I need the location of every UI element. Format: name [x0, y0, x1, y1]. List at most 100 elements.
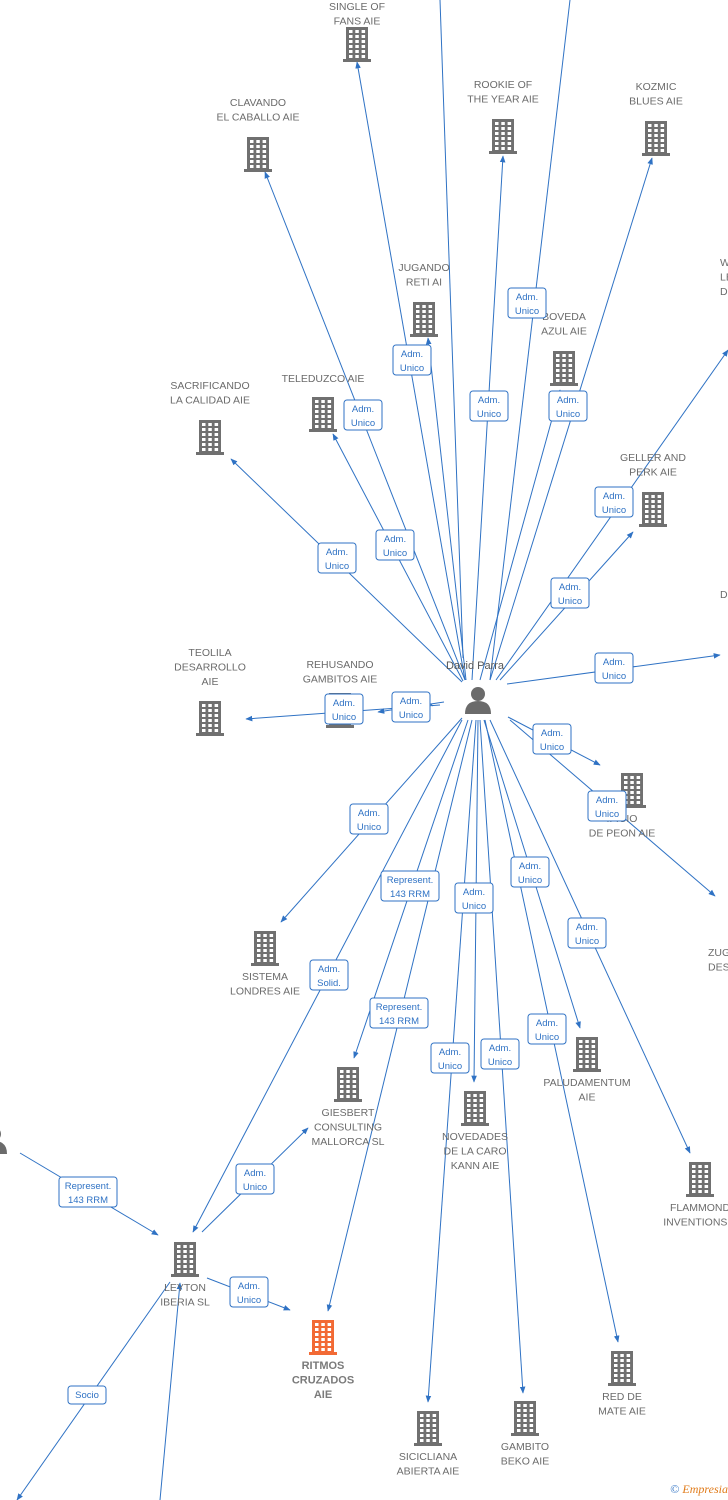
edge-label[interactable]: Adm.Unico	[510, 856, 550, 888]
edge-label[interactable]: Adm. Unico	[550, 577, 590, 609]
edge-label[interactable]: Represent.143 RRM	[380, 870, 440, 902]
building-icon	[608, 1351, 636, 1386]
node-label: BLUES AIE	[629, 96, 683, 108]
edge-line-david-boveda	[479, 389, 562, 681]
edge-label[interactable]: Adm. Unico	[594, 486, 634, 518]
edge-label-text: Adm.	[603, 491, 625, 502]
edge-label[interactable]: Adm.Unico	[454, 882, 494, 914]
edge-label-text: Unico	[357, 822, 381, 833]
edge-label-box	[349, 803, 389, 835]
node-d_right[interactable]: D	[720, 589, 728, 673]
edge-label-text: 143 RRM	[68, 1195, 108, 1206]
building-icon	[639, 492, 667, 527]
edge-label-text: Adm.	[519, 861, 541, 872]
node-label: SISTEMA	[242, 971, 288, 983]
edge-label[interactable]: Adm.Unico	[480, 1038, 520, 1070]
node-david-parra[interactable]: David Parra	[446, 660, 505, 714]
node-zug[interactable]: ZUGDESA	[708, 903, 728, 974]
edge-label-text: Adm.	[401, 349, 423, 360]
edge-label[interactable]: Adm.Unico	[527, 1013, 567, 1045]
edge-label-text: Represent.	[387, 875, 433, 886]
node-teleduzco[interactable]: TELEDUZCO AIE	[282, 373, 365, 432]
node-label: LEYTON	[164, 1282, 206, 1294]
edge-label-text: Solid.	[317, 978, 341, 989]
edge-label[interactable]: Adm.Unico	[548, 390, 588, 422]
edge-label-text: Adm.	[352, 404, 374, 415]
building-icon	[686, 1162, 714, 1197]
edge-label[interactable]: Adm.Unico	[317, 542, 357, 574]
building-icon	[414, 1411, 442, 1446]
node-leyton[interactable]: LEYTON IBERIA SL	[160, 1242, 210, 1309]
node-label: IBERIA SL	[160, 1297, 210, 1309]
edges-layer	[16, 0, 728, 1500]
edge-label[interactable]: Adm.Unico	[567, 917, 607, 949]
edge-label[interactable]: Adm.Unico	[507, 287, 547, 319]
edge-label[interactable]: Adm.Unico	[349, 803, 389, 835]
edge-label[interactable]: Represent.143 RRM	[369, 997, 429, 1029]
edge-label[interactable]: Socio	[67, 1385, 107, 1405]
node-label: CRUZADOS	[292, 1375, 354, 1387]
edge-label-box	[375, 529, 415, 561]
edge-label-box	[469, 390, 509, 422]
edge-label-text: Adm.	[603, 657, 625, 668]
edge-label-text: Unico	[399, 710, 423, 721]
node-label: GELLER AND	[620, 452, 686, 464]
edge-label[interactable]: Adm.Unico	[324, 693, 364, 725]
node-label: ROOKIE OF	[474, 79, 532, 91]
node-leftperson[interactable]: isrardard	[0, 1127, 7, 1196]
node-label: RITMOS	[302, 1360, 345, 1372]
edge-label[interactable]: Adm.Unico	[594, 652, 634, 684]
node-label: CONSULTING	[314, 1122, 382, 1134]
edge-label[interactable]: Adm.Unico	[392, 344, 432, 376]
edge-labels-layer: Adm.UnicoAdm.UnicoAdm.UnicoAdm.UnicoAdm.…	[58, 287, 634, 1405]
edge-label[interactable]: Adm.Unico	[532, 723, 572, 755]
node-label: REHUSANDO	[306, 659, 373, 671]
edge-label-box	[58, 1176, 118, 1208]
edge-label-box	[594, 652, 634, 684]
node-label: BOVEDA	[542, 311, 586, 323]
edge-label-text: Adm.	[559, 582, 581, 593]
node-wl[interactable]: WILED	[720, 257, 728, 368]
edge-label[interactable]: Adm.Unico	[587, 790, 627, 822]
building-icon	[196, 420, 224, 455]
edge-line	[439, 0, 464, 659]
building-icon	[489, 119, 517, 154]
building-icon	[343, 27, 371, 62]
edge-label-text: Represent.	[65, 1181, 111, 1192]
edge-line	[159, 1282, 183, 1500]
edge-label-box	[229, 1276, 269, 1308]
edge-label[interactable]: Adm.Unico	[375, 529, 415, 561]
edge-label[interactable]: Represent. 143 RRM	[58, 1176, 118, 1208]
edge-label-text: Unico	[438, 1061, 462, 1072]
edge-label-text: Unico	[602, 505, 626, 516]
edge-label[interactable]: Adm.Unico	[235, 1163, 275, 1195]
edge-label[interactable]: Adm.Solid.	[309, 959, 349, 991]
edge-label-text: Unico	[383, 548, 407, 559]
edge-label-text: Unico	[556, 409, 580, 420]
edge-label[interactable]: Adm.Unico	[391, 691, 431, 723]
edge-label[interactable]: Adm.Unico	[430, 1042, 470, 1074]
edge-label[interactable]: Adm.Unico	[469, 390, 509, 422]
edge-label-text: Unico	[558, 596, 582, 607]
edge-label[interactable]: Adm.Unico	[343, 399, 383, 431]
edge-label[interactable]: Adm.Unico	[229, 1276, 269, 1308]
